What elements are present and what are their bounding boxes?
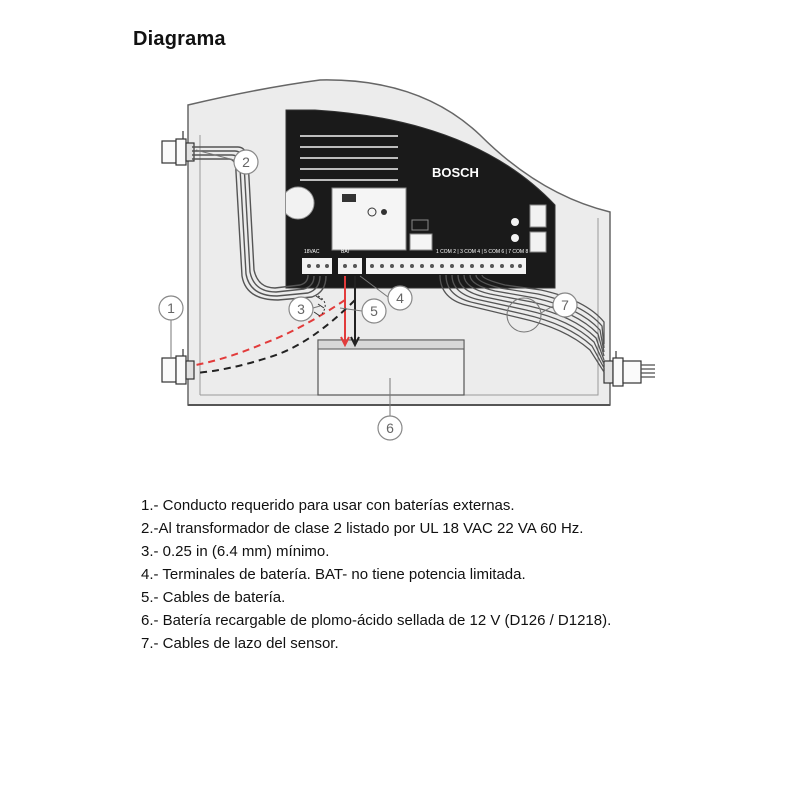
dip-switch (409, 233, 433, 251)
vac-terminal-label: 18VAC (304, 249, 320, 255)
battery-wires (195, 276, 360, 374)
sensor-loop-highlight (506, 297, 542, 333)
callout-6: 6 (377, 415, 403, 441)
board-vent-slots (300, 135, 398, 181)
legend-item-4: 4.- Terminales de batería. BAT- no tiene… (141, 566, 526, 583)
legend-item-3: 3.- 0.25 in (6.4 mm) mínimo. (141, 543, 330, 560)
svg-text:5: 5 (370, 303, 378, 319)
conduit-fitting-top-left (161, 131, 195, 166)
svg-text:2: 2 (242, 154, 250, 170)
control-panel-board: BOSCH 18VAC BAT 1 COM 2 | 3 COM 4 | 5 CO… (285, 109, 556, 289)
callout-leaders (170, 149, 554, 416)
buzzer (286, 186, 315, 220)
svg-text:7: 7 (561, 297, 569, 313)
minimum-clearance-mark (313, 295, 326, 317)
legend-item-1: 1.- Conducto requerido para usar con bat… (141, 497, 515, 514)
page-title: Diagrama (133, 28, 226, 50)
callout-1: 1 (158, 295, 184, 321)
terminal-block-zones (366, 258, 526, 274)
legend-list: 1.- Conducto requerido para usar con bat… (141, 494, 611, 655)
legend-item-2: 2.-Al transformador de clase 2 listado p… (141, 520, 584, 537)
legend-item-6: 6.- Batería recargable de plomo-ácido se… (141, 612, 612, 629)
external-cable-right (641, 364, 655, 378)
svg-text:6: 6 (386, 420, 394, 436)
bat-terminal-label: BAT (341, 249, 350, 255)
callout-7: 7 (552, 292, 578, 318)
right-connector (529, 204, 547, 228)
svg-text:3: 3 (297, 301, 305, 317)
wiring-diagram: BOSCH 18VAC BAT 1 COM 2 | 3 COM 4 | 5 CO… (158, 79, 655, 441)
zone-terminal-labels: 1 COM 2 | 3 COM 4 | 5 COM 6 | 7 COM 8 (436, 249, 528, 255)
callout-4: 4 (387, 285, 413, 311)
svg-text:4: 4 (396, 290, 404, 306)
legend-item-7: 7.- Cables de lazo del sensor. (141, 635, 339, 652)
conduit-fitting-bottom-left (161, 349, 195, 385)
callout-3: 3 (288, 296, 314, 322)
callout-2: 2 (233, 149, 259, 175)
brand-label: BOSCH (432, 165, 479, 180)
sensor-loop-wires (439, 274, 605, 373)
callout-5: 5 (361, 298, 387, 324)
terminal-block-bat (338, 258, 362, 274)
battery (317, 339, 465, 396)
legend-item-5: 5.- Cables de batería. (141, 589, 286, 606)
svg-text:1: 1 (167, 300, 175, 316)
